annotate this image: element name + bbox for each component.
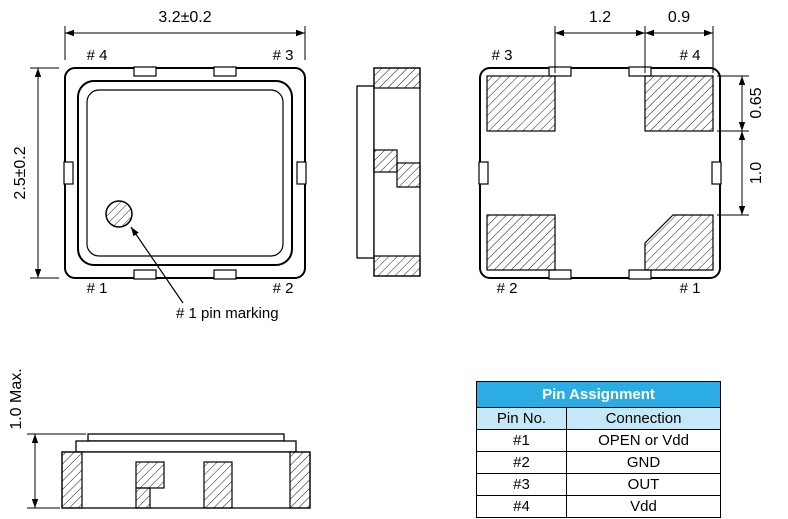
side-view-mid-electrode	[373, 149, 398, 173]
castellation-notch	[548, 66, 572, 77]
table-row: #2 GND	[476, 451, 722, 474]
pad-4	[644, 75, 714, 132]
castellation-notch	[133, 66, 157, 77]
pin-table-header-row: Pin No. Connection	[476, 407, 722, 430]
front-view-right-electrode	[289, 451, 311, 509]
lid-outline	[77, 80, 293, 266]
table-row: #4 Vdd	[476, 495, 722, 518]
side-view-lid-edge	[356, 85, 375, 259]
castellation-notch	[548, 269, 572, 280]
dim-top-view-height: 2.5±0.2	[12, 67, 59, 279]
castellation-notch	[296, 161, 307, 185]
dim-top-view-width: 3.2±0.2	[64, 9, 306, 60]
dim-width-label: 3.2±0.2	[158, 9, 211, 26]
bottom-view-pin4-label: # 4	[680, 47, 701, 64]
bottom-view: # 3 # 4 # 2 # 1 1.2 0.9 0.65 1.0	[478, 9, 765, 297]
pin-no-cell: #4	[476, 495, 567, 518]
pin-table-title: Pin Assignment	[475, 381, 722, 408]
castellation-notch	[711, 161, 722, 185]
top-view-pin2-label: # 2	[273, 280, 294, 297]
dim-pad-height-label: 0.65	[748, 87, 765, 118]
table-row: #1 OPEN or Vdd	[476, 429, 722, 452]
castellation-notch	[213, 269, 237, 280]
front-view-base	[61, 451, 311, 509]
lid-top-face	[86, 89, 284, 257]
front-view-mid-electrode	[135, 487, 151, 509]
dim-max-height-label: 1.0 Max.	[8, 368, 25, 429]
castellation-notch	[213, 66, 237, 77]
castellation-notch	[628, 269, 652, 280]
pin-no-cell: #1	[476, 429, 567, 452]
dim-pad-gap-y-label: 1.0	[748, 162, 765, 184]
castellation-notch	[133, 269, 157, 280]
top-view-pin1-label: # 1	[87, 280, 108, 297]
front-view-mid-electrode	[203, 461, 233, 509]
pin1-marking-circle	[105, 200, 133, 228]
castellation-notch	[628, 66, 652, 77]
pin1-marking-label: # 1 pin marking	[176, 305, 279, 322]
pin-table-title-row: Pin Assignment	[475, 381, 722, 408]
bottom-view-pin2-label: # 2	[497, 280, 518, 297]
table-row: #3 OUT	[476, 473, 722, 496]
pin-assignment-table: Pin Assignment Pin No. Connection #1 OPE…	[475, 381, 722, 518]
bottom-view-pin1-label: # 1	[680, 280, 701, 297]
pin1-marking-leader	[130, 226, 184, 304]
castellation-notch	[478, 161, 489, 185]
side-view-bottom-electrode	[373, 255, 421, 277]
dim-bottom-view-vertical: 0.65 1.0	[717, 75, 765, 216]
pin-no-cell: #2	[476, 451, 567, 474]
pin-no-column-header: Pin No.	[476, 407, 567, 430]
pad-3	[486, 75, 556, 132]
front-view-mid-electrode	[135, 461, 165, 489]
castellation-notch	[63, 161, 74, 185]
side-view-top-electrode	[373, 67, 421, 89]
connection-cell: OUT	[565, 473, 722, 496]
connection-cell: OPEN or Vdd	[565, 429, 722, 452]
dim-bottom-view-horizontal: 1.2 0.9	[554, 9, 714, 73]
connection-cell: Vdd	[565, 495, 722, 518]
front-view: 1.0 Max.	[8, 368, 311, 509]
side-view	[356, 67, 421, 277]
pad-1-chamfered	[644, 214, 714, 271]
front-view-left-electrode	[61, 451, 83, 509]
side-view-mid-electrode	[396, 162, 421, 188]
pad-2	[486, 214, 556, 271]
top-view-pin4-label: # 4	[87, 47, 108, 64]
pin-no-cell: #3	[476, 473, 567, 496]
connection-cell: GND	[565, 451, 722, 474]
bottom-view-pin3-label: # 3	[492, 47, 513, 64]
top-view: # 1 pin marking # 4 # 3 # 1 # 2 3.2±0.2 …	[12, 9, 307, 322]
dim-height-label: 2.5±0.2	[12, 146, 29, 199]
front-view-top-plate	[87, 433, 285, 442]
dim-front-view-height: 1.0 Max.	[8, 368, 86, 509]
dim-pad-gap-x-label: 1.2	[589, 9, 611, 26]
top-view-pin3-label: # 3	[273, 47, 294, 64]
dim-pad-width-label: 0.9	[668, 9, 690, 26]
front-view-lid	[75, 440, 297, 453]
connection-column-header: Connection	[565, 407, 722, 430]
